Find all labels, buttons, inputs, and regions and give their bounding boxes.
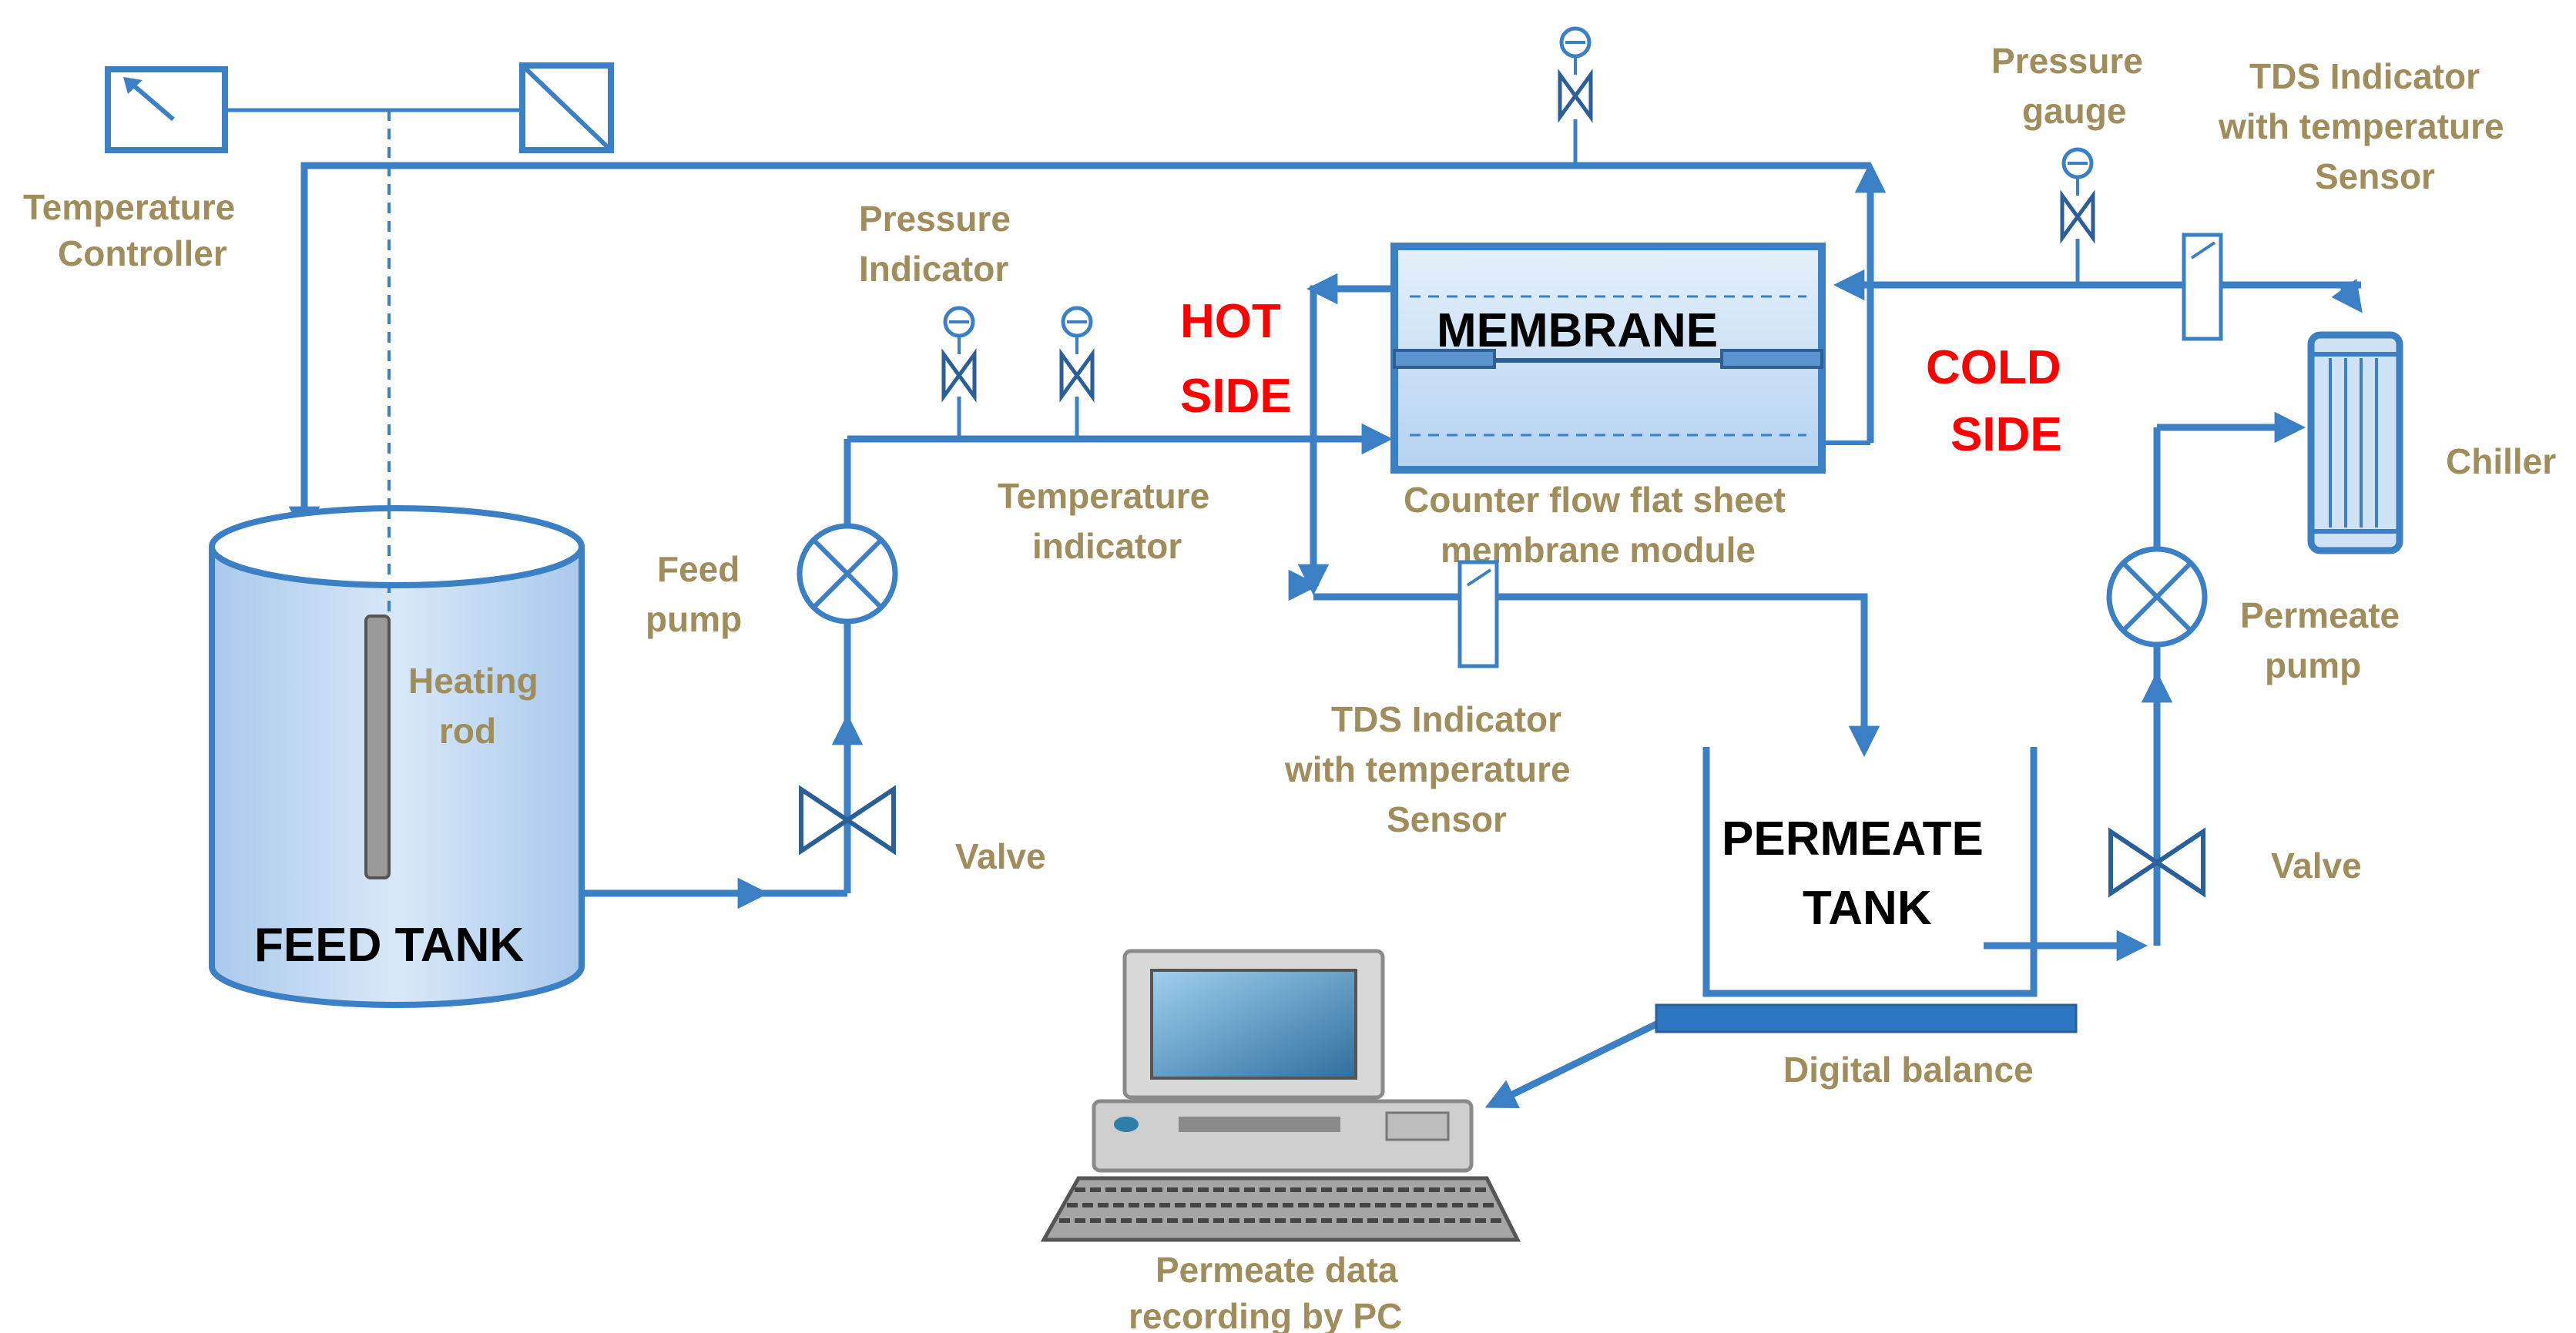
membrane-label: MEMBRANE — [1437, 304, 1718, 357]
pc-caption-label: Permeate data recording by PC — [1129, 1250, 1407, 1333]
heating-rod-icon — [364, 615, 391, 879]
pump-icon — [2106, 546, 2208, 648]
feed-pump-label: Feed pump — [646, 549, 750, 639]
tds-sensor-icon — [1457, 560, 1499, 668]
hot-outlet-pipe — [1310, 285, 1394, 581]
pump-icon — [797, 523, 898, 625]
tds-indicator-bottom-label: TDS Indicator with temperature Sensor — [1284, 699, 1580, 839]
feed-tank-label: FEED TANK — [254, 919, 524, 972]
valve-right-label: Valve — [2271, 846, 2362, 886]
tds-sensor-icon — [2182, 233, 2223, 341]
pressure-gauge-icon — [2060, 147, 2095, 244]
chiller-inlet-arrow — [2331, 278, 2363, 313]
balance-to-pc-line — [1484, 1020, 1658, 1109]
pipes — [225, 108, 2363, 1109]
membrane-module — [1390, 243, 1870, 474]
tds-indicator-top-label: TDS Indicator with temperature Sensor — [2218, 56, 2514, 196]
pressure-gauge-icon — [1558, 26, 1593, 123]
pressure-indicator-label: Pressure Indicator — [859, 199, 1021, 289]
pressure-gauge-label: Pressure gauge — [1991, 41, 2153, 131]
permeate-tank-label: PERMEATE TANK — [1722, 812, 1997, 935]
pressure-gauge-icon — [1059, 306, 1095, 403]
membrane-module-label: Counter flow flat sheet membrane module — [1404, 480, 1796, 570]
return-pipe-to-feed-tank — [288, 162, 1870, 538]
chiller-label: Chiller — [2446, 441, 2556, 481]
heating-rod-label: Heating rod — [408, 661, 548, 751]
valve-icon — [799, 785, 896, 856]
temperature-controller-label: Temperature Controller — [23, 187, 245, 273]
temperature-controller-icon — [105, 66, 228, 153]
temperature-indicator-label: Temperature indicator — [998, 476, 1219, 566]
permeate-tank — [1655, 747, 2078, 1033]
feed-tank — [209, 505, 585, 1008]
hot-side-label: HOT SIDE — [1180, 295, 1294, 423]
cold-side-label: COLD SIDE — [1926, 341, 2075, 461]
permeate-pump-label: Permeate pump — [2240, 595, 2410, 685]
valve-left-label: Valve — [955, 836, 1046, 876]
filter-box-icon — [519, 62, 614, 153]
valve-icon — [2108, 827, 2205, 898]
computer-icon — [1040, 949, 1521, 1242]
digital-balance-label: Digital balance — [1783, 1050, 2034, 1090]
pressure-gauge-icon — [941, 306, 977, 403]
chiller-icon — [2307, 331, 2403, 554]
